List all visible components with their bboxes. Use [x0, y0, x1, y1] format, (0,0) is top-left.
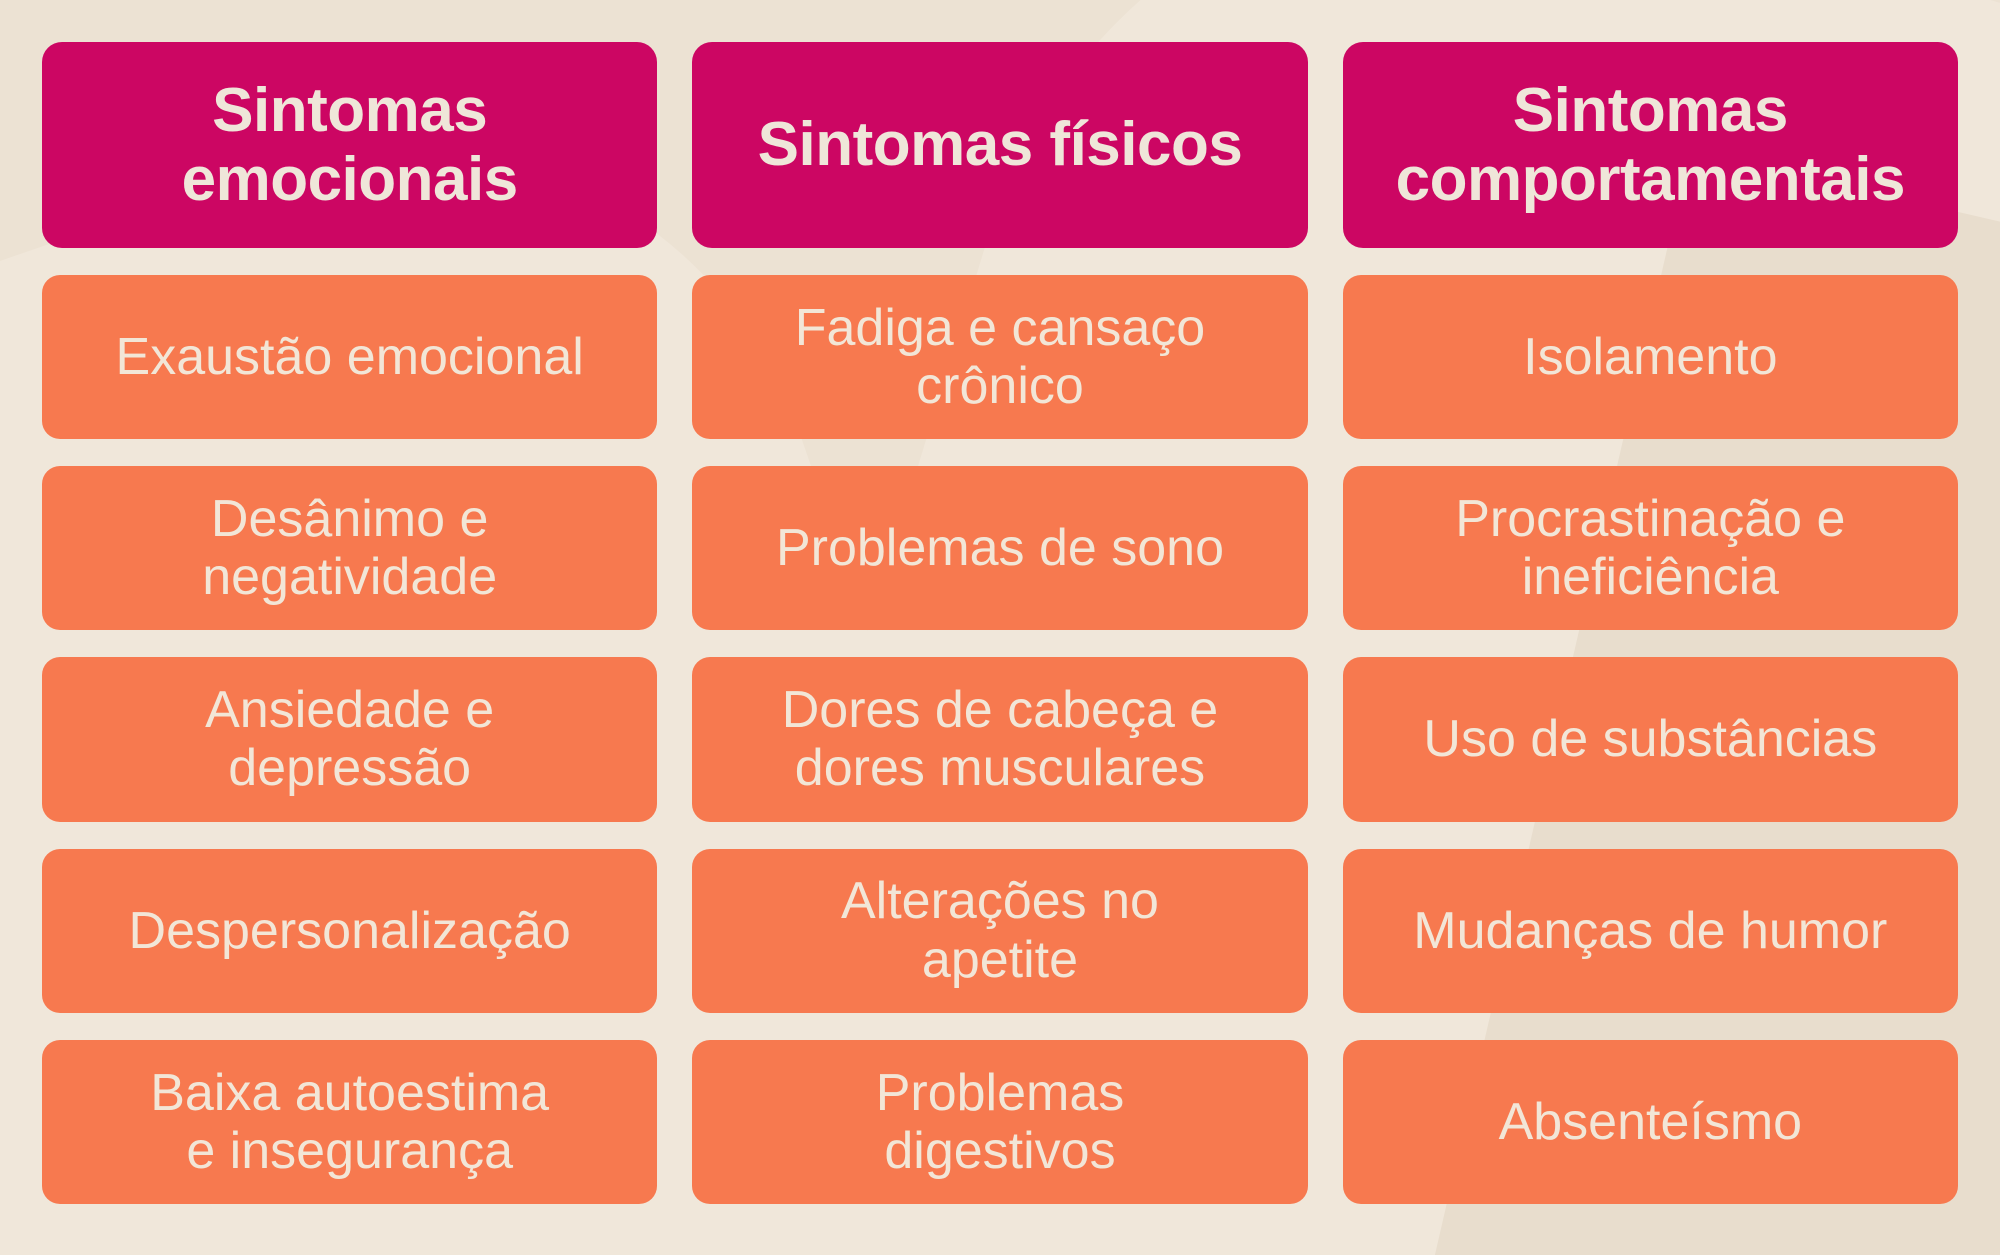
symptom-item: Fadiga e cansaço crônico — [692, 275, 1308, 440]
symptom-line: Baixa autoestima — [150, 1063, 550, 1122]
symptom-item: Absenteísmo — [1342, 1039, 1958, 1204]
symptom-item: Problemas de sono — [692, 466, 1308, 631]
symptom-item: Ansiedade e depressão — [42, 657, 658, 822]
symptom-item: Exaustão emocional — [42, 275, 658, 440]
symptom-item: Uso de substâncias — [1342, 657, 1958, 822]
symptom-line: Desânimo e — [210, 490, 489, 549]
symptom-line: dores musculares — [794, 739, 1206, 798]
symptom-item: Alterações no apetite — [692, 848, 1308, 1013]
symptom-line: Fadiga e cansaço — [794, 298, 1206, 357]
symptom-item: Despersonalização — [42, 848, 658, 1013]
symptom-line: Isolamento — [1523, 327, 1778, 386]
symptom-line: apetite — [921, 930, 1079, 989]
symptom-line: ineficiência — [1521, 548, 1779, 607]
column-header-behavioral-line-1: Sintomas — [1512, 75, 1789, 145]
column-header-emotional-line-1: Sintomas — [212, 75, 488, 145]
symptom-item: Dores de cabeça e dores musculares — [692, 657, 1308, 822]
symptom-line: Mudanças de humor — [1413, 901, 1888, 960]
symptom-line: e insegurança — [186, 1121, 513, 1180]
symptom-line: Problemas de sono — [775, 519, 1225, 578]
symptom-line: digestivos — [884, 1121, 1116, 1180]
symptom-line: Ansiedade e — [205, 681, 495, 740]
symptom-line: Problemas — [875, 1063, 1125, 1122]
symptom-item: Mudanças de humor — [1342, 848, 1958, 1013]
symptom-line: Alterações no — [841, 872, 1159, 931]
symptom-line: Exaustão emocional — [115, 327, 584, 386]
column-header-physical: Sintomas físicos — [692, 42, 1308, 248]
symptom-line: Dores de cabeça e — [781, 681, 1219, 740]
symptom-item: Desânimo e negatividade — [42, 466, 658, 631]
symptoms-grid: Sintomas emocionais Sintomas físicos Sin… — [42, 42, 1958, 1204]
symptom-line: Absenteísmo — [1498, 1092, 1803, 1151]
column-header-behavioral-line-2: comportamentais — [1395, 145, 1906, 214]
symptom-item: Problemas digestivos — [692, 1039, 1308, 1204]
column-header-emotional-line-2: emocionais — [181, 145, 519, 214]
symptom-line: crônico — [916, 357, 1084, 416]
column-header-behavioral: Sintomas comportamentais — [1342, 42, 1958, 248]
symptom-item: Isolamento — [1342, 275, 1958, 440]
symptom-line: negatividade — [202, 548, 498, 607]
symptom-line: Procrastinação e — [1455, 490, 1846, 549]
column-header-physical-line-1: Sintomas físicos — [757, 110, 1243, 180]
symptom-item: Procrastinação e ineficiência — [1342, 466, 1958, 631]
symptom-line: Despersonalização — [128, 901, 571, 960]
symptom-line: Uso de substâncias — [1423, 710, 1878, 769]
column-header-emotional: Sintomas emocionais — [42, 42, 658, 248]
symptom-line: depressão — [228, 739, 472, 798]
symptom-item: Baixa autoestima e insegurança — [42, 1039, 658, 1204]
